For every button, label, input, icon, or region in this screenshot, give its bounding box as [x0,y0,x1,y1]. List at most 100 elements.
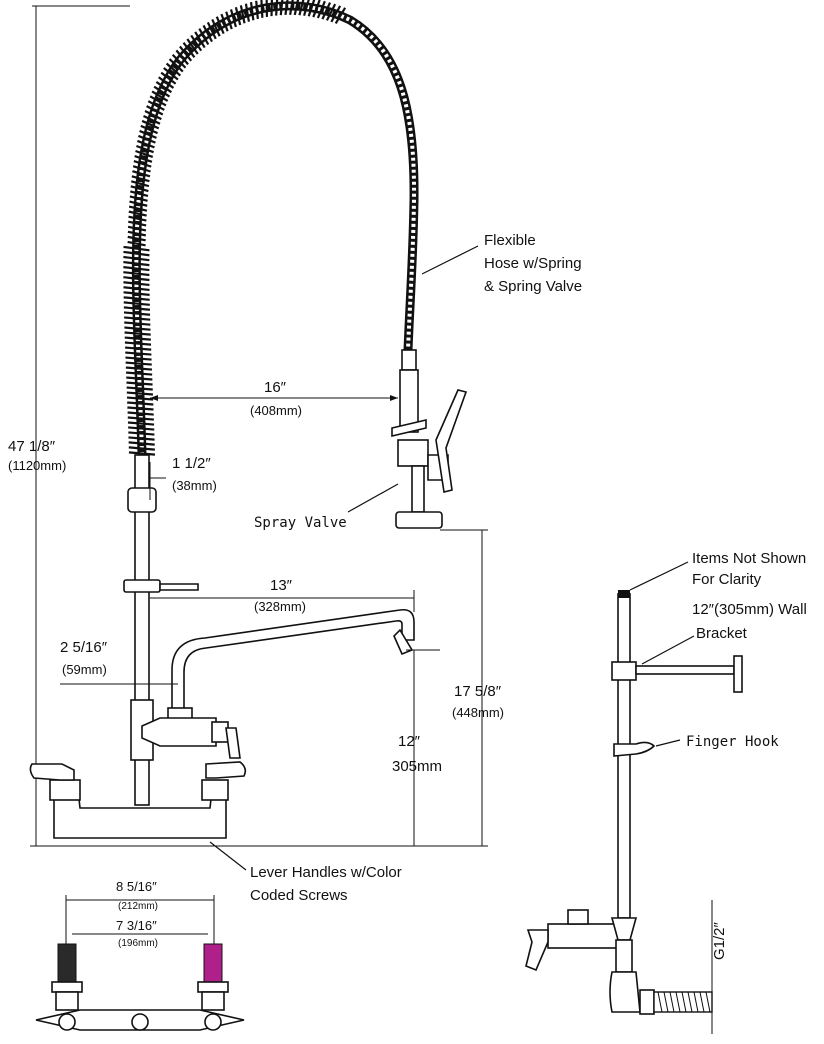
flexible-hose-callout: Flexible Hose w/Spring & Spring Valve [421,232,582,295]
spring-coil-turn [125,361,152,366]
spout-height-in: 12″ [398,733,421,750]
spring-coil-turn [147,100,165,111]
flexible-hose-line1: Flexible [484,232,536,249]
spray-height-in: 17 5/8″ [454,683,502,700]
spring-coil-turn [126,391,154,396]
spring-coil-turn [127,235,146,242]
spring-coil-turn [158,76,175,89]
spring-coil-turn [220,13,229,32]
spring-coil-turn [127,225,147,232]
spring-coil-turn [165,62,182,77]
hose-reach-mm: (408mm) [250,403,302,418]
lever-handles-callout: Lever Handles w/Color Coded Screws [209,841,402,904]
spring-coil-turn [130,185,149,193]
spout-length-dimension: 13″ (328mm) [150,577,415,614]
spring-coil-turn [163,67,179,81]
spring-coil-turn [179,45,193,62]
lever-handles-line2: Coded Screws [250,887,348,904]
spring-coil-turn [194,31,206,49]
spring-coil-turn [303,0,310,16]
thread-size-label: G1/2″ [711,921,728,960]
spring-coil-turn [146,105,164,116]
spring-coil-turn [249,1,255,21]
spring-coil-turn [198,28,210,46]
flexible-hose-line3: & Spring Valve [484,278,582,295]
spring-coil-turn [140,124,159,135]
spring-coil-turn [206,21,217,40]
spring-coil-turn [136,139,155,149]
spring-coil-turn [123,301,150,306]
spring-coil-turn [128,446,155,451]
spring-coil-turn [186,38,199,55]
base-body [29,761,247,839]
spring-coil-turn [141,119,160,130]
spring-coil-turn [289,0,294,16]
spring-coil-turn [215,16,225,35]
spring-coil-turn [124,341,152,346]
spring-coil-turn [316,0,326,19]
spring-coil-turn [330,5,342,23]
spring-offset-mm: (38mm) [172,478,217,493]
flexible-hose-line2: Hose w/Spring [484,255,582,272]
hose-reach-dimension: 16″ (408mm) [150,379,398,418]
spring-coil-turn [307,0,316,17]
overall-height-mm: (1120mm) [8,458,66,473]
spray-valve-callout: Spray Valve [254,483,399,531]
spring-coil-turn [124,316,151,321]
spring-coil-turn [202,24,213,43]
spring-coil-turn [134,155,153,163]
spring-coil-turn [260,0,264,18]
spring-coil-turn [171,53,187,69]
spring-coil-turn [128,205,148,212]
spring-coil-turn [126,396,154,401]
finger-hook-label: Finger Hook [686,734,779,750]
spring-coil-turn [279,0,284,16]
spring-coil-turn [128,220,147,227]
spray-height-mm: (448mm) [452,705,504,720]
spring-coil-turn [298,0,305,16]
spring-coil-turn [125,371,153,376]
spout-offset-dimension: 2 5/16″ (59mm) [60,639,178,685]
spring-coil-turn [128,431,155,436]
spring-coil-turn [123,250,150,257]
spout-height-dimension: 12″ 305mm [392,649,442,846]
spring-coil-turn [182,42,196,58]
spring-coil-turn [129,195,148,202]
spring-coil-turn [124,326,151,331]
spring-coil-turn [124,321,151,326]
overall-height-dimension: 47 1/8″ (1120mm) [8,5,130,847]
hot-screw-indicator [203,943,223,985]
spring-coil-turn [175,49,189,66]
inner-centers-mm: (196mm) [118,938,158,949]
spring-coil-turn [149,95,167,107]
spring-coil-turn [293,0,300,16]
spring-coil-turn [123,306,151,311]
inner-centers-in: 7 3/16″ [116,918,157,933]
spring-coil-turn [124,331,151,336]
spring-coil-turn [126,381,153,386]
spring-coil-turn [234,7,242,26]
spring-coil-turn [275,0,279,16]
spring-coil-turn [127,406,154,411]
spring-coil-turn [239,5,246,24]
spring-coil-turn [124,336,151,341]
spring-coil-turn [244,3,250,22]
spring-coil-turn [225,11,233,30]
wall-bracket-line1: 12″(305mm) Wall [692,601,807,618]
hose-reach-in: 16″ [264,379,287,396]
spring-coil-turn [133,160,152,168]
spring-offset-dimension: 1 1/2″ (38mm) [149,455,217,500]
spring-coil-turn [128,210,147,217]
spring-coil-turn [229,9,237,28]
spray-valve [391,349,468,529]
spring-coil-turn [168,58,184,73]
spring-coil-turn [127,240,146,247]
spring-coil-turn [255,0,259,20]
spring-coil-turn [125,351,152,356]
spring-coil-turn [123,311,151,316]
spring-coil-turn [128,215,147,222]
spout-height-mm: 305mm [392,758,442,775]
outer-centers-in: 8 5/16″ [116,879,157,894]
spring-coil-turn [128,426,155,431]
